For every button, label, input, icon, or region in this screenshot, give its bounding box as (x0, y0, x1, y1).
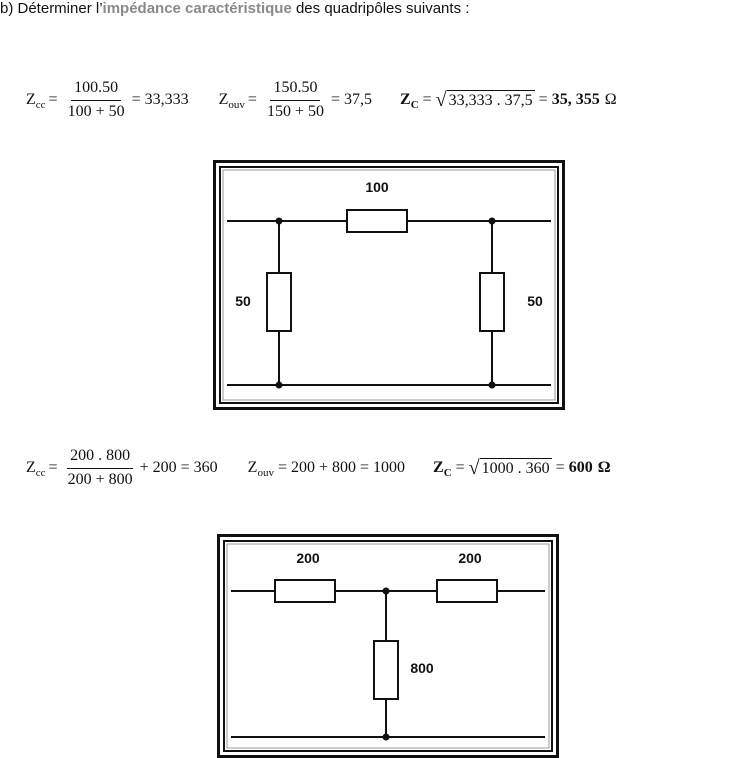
junction-node (382, 733, 390, 741)
zouv-symbol: Zouv (247, 459, 274, 479)
series-resistor-label: 100 (365, 179, 389, 195)
circuit-t-network: 200 200 800 (217, 534, 559, 758)
junction-node (488, 381, 496, 389)
junction-node (275, 217, 283, 225)
zcc-result: = 33,333 (131, 91, 189, 108)
zc-sqrt: √1000 . 360 (468, 457, 552, 480)
shunt-left-label: 50 (235, 293, 251, 309)
heading-highlight: impédance caractéristique (102, 0, 292, 17)
equation-line-1: Zcc = 100.50 100 + 50 = 33,333 Zouv = 15… (26, 79, 617, 121)
zouv-fraction: 150.50 150 + 50 (264, 79, 327, 121)
zcc-symbol: Zcc (26, 91, 46, 111)
zcc-result: + 200 = 360 (139, 459, 218, 476)
zouv-denominator: 150 + 50 (266, 102, 324, 120)
junction-node (382, 587, 390, 595)
heading-suffix: des quadripôles suivants : (291, 0, 470, 17)
zc-sqrt: √33,333 . 37,5 (435, 89, 535, 112)
series-resistor-right (436, 579, 498, 603)
zcc-symbol: Zcc (26, 459, 46, 479)
zc-symbol: ZC (433, 459, 452, 479)
shunt-resistor-left (266, 272, 292, 332)
zc-result: 600 (568, 459, 593, 476)
zcc-fraction: 100.50 100 + 50 (65, 79, 128, 121)
zc-unit: Ω (597, 459, 611, 476)
junction-node (488, 217, 496, 225)
heading-prefix: b) Déterminer l’ (0, 0, 103, 17)
shunt-resistor-right (479, 272, 505, 332)
series-left-label: 200 (296, 550, 320, 566)
zouv-result: = 37,5 (330, 91, 373, 108)
zcc-denominator: 100 + 50 (67, 102, 125, 120)
zc-sqrt-argument: 1000 . 360 (479, 457, 552, 477)
zcc-numerator: 200 . 800 (67, 447, 134, 469)
zcc-numerator: 100.50 (71, 79, 122, 101)
zc-symbol: ZC (400, 91, 419, 111)
zouv-symbol: Zouv (218, 91, 245, 111)
circuit-pi-network: 100 50 50 (213, 160, 565, 410)
zc-result: 35, 355 (551, 91, 600, 108)
zouv-numerator: 150.50 (270, 79, 321, 101)
zcc-denominator: 200 + 800 (67, 470, 133, 488)
zc-sqrt-argument: 33,333 . 37,5 (446, 89, 535, 109)
junction-node (275, 381, 283, 389)
zc-unit: Ω (604, 91, 617, 108)
zouv-expression: = 200 + 800 = 1000 (277, 459, 406, 476)
series-resistor-left (274, 579, 336, 603)
shunt-right-label: 50 (527, 293, 543, 309)
equation-line-2: Zcc = 200 . 800 200 + 800 + 200 = 360 Zo… (26, 447, 611, 489)
zcc-fraction: 200 . 800 200 + 800 (65, 447, 136, 489)
exercise-heading: b) Déterminer l’impédance caractéristiqu… (0, 0, 469, 17)
shunt-label: 800 (410, 660, 434, 676)
series-right-label: 200 (458, 550, 482, 566)
shunt-resistor-800 (373, 640, 399, 700)
series-resistor-100 (346, 209, 408, 233)
